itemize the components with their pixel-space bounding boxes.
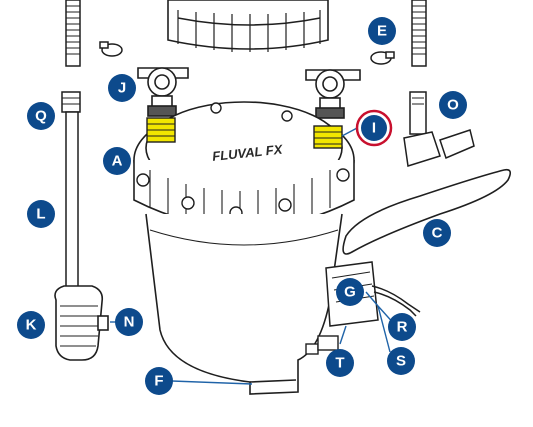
intake-tube [61,91,81,291]
left-hose-clamp [99,41,123,57]
outlet-nozzle [403,91,475,167]
svg-text:O: O [447,97,459,114]
callout-O: O [439,91,467,119]
left-aquastop-valve [137,67,189,117]
callout-A: A [103,147,131,175]
callout-E: E [368,17,396,45]
callout-F: F [145,367,173,395]
lid-bolts [136,102,350,220]
svg-text:E: E [377,23,387,40]
callout-T: T [326,349,354,377]
svg-text:G: G [344,284,356,301]
svg-text:C: C [432,225,443,242]
left-ribbed-hose [65,0,81,67]
svg-text:Q: Q [35,108,47,125]
right-ribbed-hose [411,0,427,67]
callout-R: R [388,313,416,341]
intake-strainer [54,285,109,361]
top-strainer-assembly [167,0,329,52]
svg-text:R: R [397,319,408,336]
callout-N: N [115,308,143,336]
drain-valve [305,335,339,355]
svg-text:A: A [112,153,123,170]
canister-body [145,213,343,395]
callout-C: C [423,219,451,247]
lid-logo: FLUVAL FX [212,141,285,163]
callout-L: L [27,200,55,228]
svg-text:F: F [154,373,163,390]
svg-text:L: L [36,206,45,223]
svg-text:I: I [372,120,376,137]
right-port-highlight [313,125,343,149]
callout-S: S [387,347,415,375]
lid-o-ring [342,168,512,255]
callout-K: K [17,311,45,339]
right-hose-clamp [370,51,395,65]
callout-Q: Q [27,102,55,130]
svg-text:S: S [396,353,406,370]
power-cord [371,285,421,317]
callout-G: G [336,278,364,306]
svg-text:K: K [26,317,37,334]
right-aquastop-valve [305,69,361,119]
canister-lid [133,101,355,229]
svg-text:N: N [124,314,135,331]
svg-text:J: J [118,80,126,97]
left-port-highlight [146,117,176,143]
callout-I: I [355,109,393,147]
callout-J: J [108,74,136,102]
svg-text:T: T [335,355,344,372]
